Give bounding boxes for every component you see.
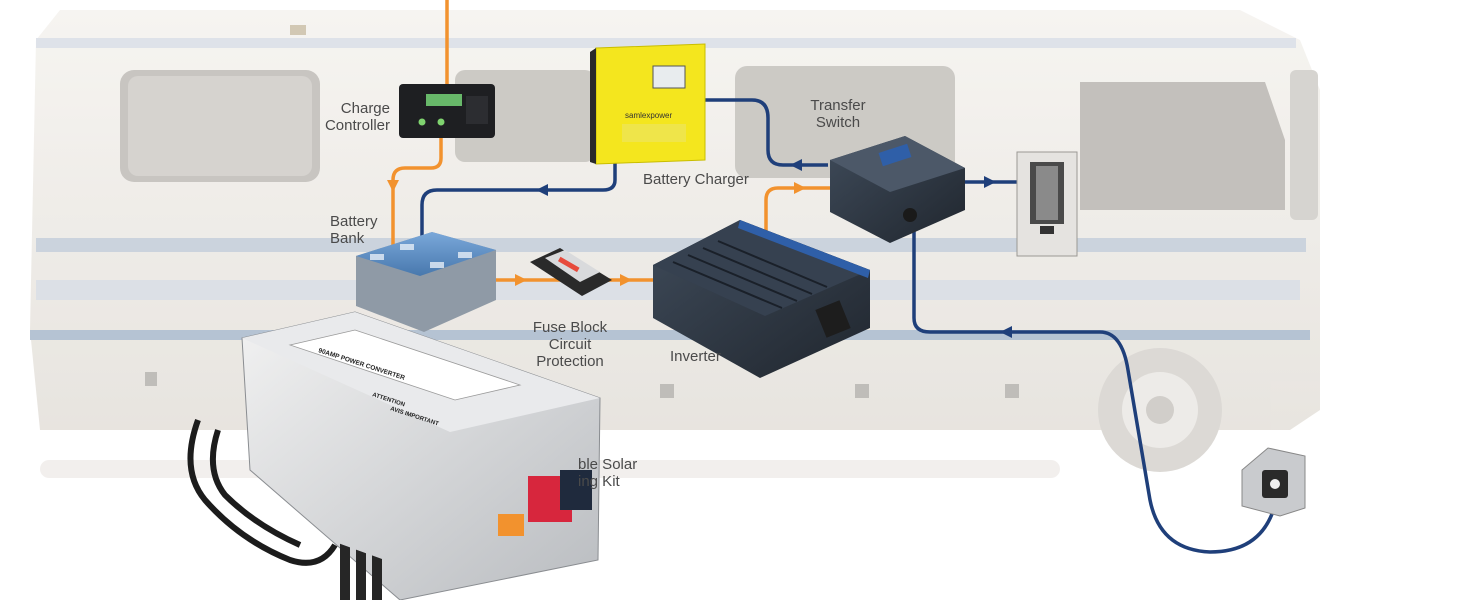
label-fuse-block: Fuse Block Circuit Protection [532, 319, 608, 370]
ac-arrows [536, 159, 1012, 338]
label-battery-charger: Battery Charger [643, 171, 749, 188]
label-battery-bank: Battery Bank [330, 213, 378, 247]
charger-brand-text: samlexpower [625, 111, 672, 120]
shore-power-outlet-icon [1241, 447, 1306, 517]
fuse-block-icon [530, 248, 612, 296]
battery-charger-device: samlexpower [590, 43, 706, 165]
battery-bank-icon [356, 232, 496, 332]
charge-controller-device [399, 84, 495, 138]
inverter-device [653, 220, 870, 378]
transfer-switch-device [830, 136, 965, 243]
label-charge-controller: Charge Controller [324, 100, 390, 134]
breaker-panel-icon [1016, 151, 1078, 257]
label-transfer-switch: Transfer Switch [810, 97, 866, 131]
power-converter-device: 90AMP POWER CONVERTER ATTENTION AVIS IMP… [187, 311, 601, 600]
label-solar-kit: ble Solar ing Kit [578, 456, 638, 490]
label-inverter: Inverter [670, 348, 721, 365]
